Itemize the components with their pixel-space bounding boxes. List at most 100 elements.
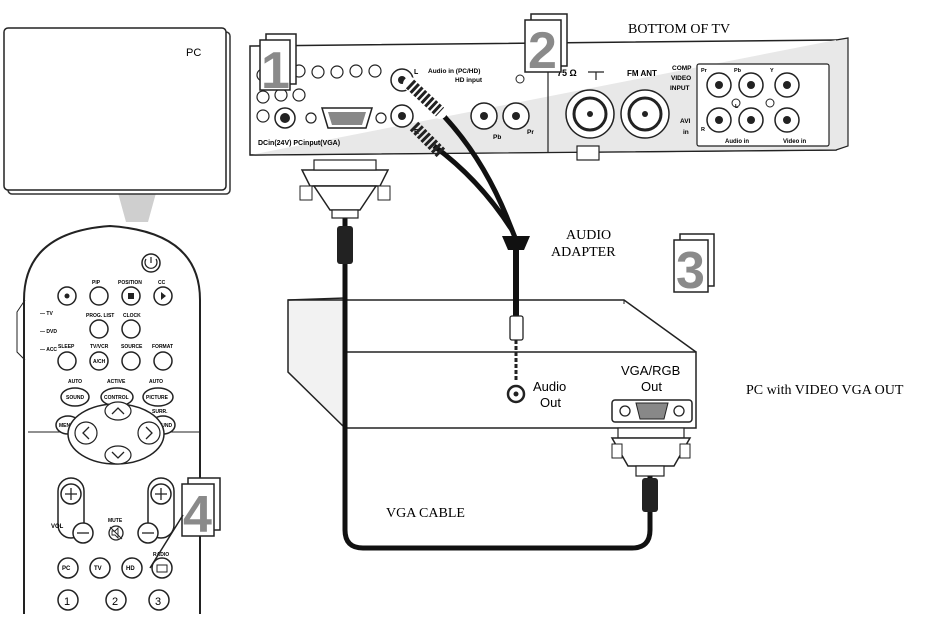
tv-rear-panel: DCin(24V) PCinput(VGA) L R Audio in (PC/… <box>249 37 849 161</box>
format-label: FORMAT <box>152 344 173 350</box>
audio-out-label-2: Out <box>540 395 561 410</box>
picture-button[interactable] <box>142 387 174 407</box>
ohm-label: 75 Ω <box>557 68 577 78</box>
video-label: VIDEO <box>671 75 691 82</box>
vol-label: VOL <box>51 524 64 530</box>
nav-right-button[interactable] <box>137 421 161 445</box>
auto-label-1: AUTO <box>68 379 82 385</box>
sound-label: SOUND <box>66 395 84 401</box>
chevron-up-icon <box>111 407 125 415</box>
step-1-badge: 1 <box>259 33 297 100</box>
pr2-label: Pr <box>701 68 708 74</box>
audio-adapter-label-1: AUDIO <box>566 228 611 243</box>
step-1-label: 1 <box>261 42 290 100</box>
chevron-left-icon <box>82 426 90 440</box>
step-2-badge: 2 <box>524 13 568 80</box>
step-4-label: 4 <box>183 486 212 544</box>
y-label: Y <box>770 68 774 74</box>
comp-label: COMP <box>672 65 692 72</box>
tv-label: TV <box>94 566 102 572</box>
prog-list-button[interactable] <box>89 319 109 339</box>
source-label: SOURCE <box>121 344 143 350</box>
bottom-of-tv-label: BOTTOM OF TV <box>628 22 730 37</box>
tv-screen-label: PC <box>186 47 201 59</box>
fm-ant-label: FM ANT <box>627 69 657 78</box>
prog-list-label: PROG. LIST <box>86 313 114 319</box>
avi-label: AVI <box>680 118 691 125</box>
pc-with-vga-label: PC with VIDEO VGA OUT <box>746 383 904 398</box>
dcin-label: DCin(24V) PCinput(VGA) <box>258 140 340 147</box>
l-label: L <box>414 69 419 76</box>
active-label: ACTIVE <box>107 379 126 385</box>
pb-label: Pb <box>493 134 501 141</box>
num-3-label: 3 <box>155 596 161 608</box>
pr-label: Pr <box>527 129 534 136</box>
pip-label: PIP <box>92 280 101 286</box>
input-label: INPUT <box>670 85 690 92</box>
cc-label: CC <box>158 280 166 286</box>
side-acc: — ACC <box>40 347 57 353</box>
plus-icon <box>65 488 77 500</box>
avi-in-label: in <box>683 129 689 136</box>
power-icon <box>144 257 158 269</box>
clock-label: CLOCK <box>123 313 141 319</box>
side-tv: — TV <box>40 311 53 317</box>
nav-up-button[interactable] <box>104 401 132 421</box>
sleep-button[interactable] <box>57 351 77 371</box>
audio-out-label-1: Audio <box>533 379 566 394</box>
l2-label: L <box>735 104 739 110</box>
hd-label: HD <box>126 566 135 572</box>
ach-label: A/CH <box>93 359 106 365</box>
pc-button[interactable] <box>57 557 79 579</box>
num-1-button[interactable] <box>57 589 79 611</box>
radio-button[interactable] <box>151 557 173 579</box>
control-label: CONTROL <box>104 395 129 401</box>
hd-button[interactable] <box>121 557 143 579</box>
surr-label: SURR. <box>152 409 168 415</box>
video-in-label: Video in <box>783 139 807 145</box>
audio-in2-label: Audio in <box>725 139 749 145</box>
cables <box>299 77 692 551</box>
source-button[interactable] <box>121 351 141 371</box>
format-button[interactable] <box>153 351 173 371</box>
num-1-label: 1 <box>64 596 70 608</box>
nav-left-button[interactable] <box>74 421 98 445</box>
tvvcr-button[interactable] <box>89 351 109 371</box>
pip-button[interactable] <box>89 286 109 306</box>
step-4-badge: 4 <box>149 477 221 569</box>
pb2-label: Pb <box>734 68 742 74</box>
step-2-label: 2 <box>528 22 557 80</box>
auto-label-2: AUTO <box>149 379 163 385</box>
side-dvd: — DVD <box>40 329 57 335</box>
pc-box: Audio Out VGA/RGB Out <box>287 297 697 430</box>
step-badges: 1 2 3 4 <box>149 13 715 569</box>
clock-button[interactable] <box>121 319 141 339</box>
sound-button[interactable] <box>60 387 90 407</box>
num-2-button[interactable] <box>105 589 127 611</box>
picture-label: PICTURE <box>146 395 169 401</box>
chevron-right-icon <box>145 426 153 440</box>
mute-icon <box>109 526 123 540</box>
audio-adapter-label-2: ADAPTER <box>551 245 616 260</box>
tvvcr-label: TV/VCR <box>90 344 109 350</box>
num-2-label: 2 <box>112 596 118 608</box>
sleep-label: SLEEP <box>58 344 75 350</box>
hd-input-label: HD input <box>455 77 483 84</box>
vga-out-label-1: VGA/RGB <box>621 363 680 378</box>
sound2-label: SOUND <box>154 423 172 429</box>
tv-button[interactable] <box>89 557 111 579</box>
num-3-button[interactable] <box>148 589 170 611</box>
radio-label: RADIO <box>153 552 169 558</box>
nav-down-button[interactable] <box>104 445 132 465</box>
vga-out-label-2: Out <box>641 379 662 394</box>
menu-label: MENU <box>59 423 74 429</box>
remote-control: — TV — DVD — ACC PIP POSITION CC PROG. L… <box>16 224 201 614</box>
tv-screen: PC <box>3 27 231 222</box>
step-3-badge: 3 <box>673 233 715 300</box>
step-3-label: 3 <box>676 242 705 300</box>
audio-in-label: Audio in (PC/HD) <box>428 68 480 75</box>
chevron-down-icon <box>111 451 125 459</box>
radio-icon <box>156 564 168 573</box>
